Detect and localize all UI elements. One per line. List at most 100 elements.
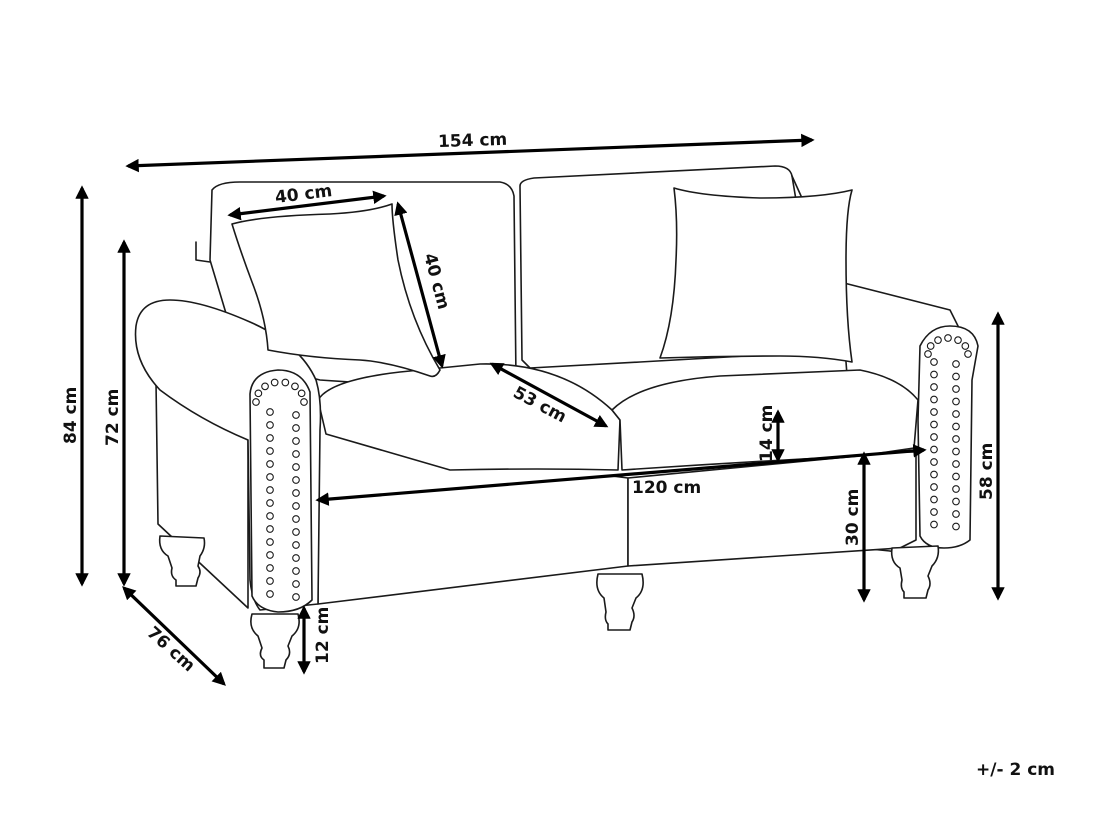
nailhead-stud xyxy=(924,350,932,358)
nailhead-stud xyxy=(292,437,300,445)
nailhead-stud xyxy=(266,564,274,572)
nailhead-stud xyxy=(266,590,274,598)
nailhead-stud xyxy=(292,411,300,419)
tolerance-note: +/- 2 cm xyxy=(976,760,1055,780)
label-arm-height: 58 cm xyxy=(977,443,997,500)
nailhead-stud xyxy=(266,473,274,481)
nailhead-stud xyxy=(952,497,960,506)
nailhead-stud xyxy=(930,433,938,441)
nailhead-stud xyxy=(266,538,274,546)
label-seat-cushion-thickness: 14 cm xyxy=(757,405,777,462)
dimension-lines xyxy=(75,133,1005,686)
nailhead-stud xyxy=(930,358,938,366)
nailhead-stud xyxy=(292,502,300,510)
dim-line-depth xyxy=(122,586,226,686)
label-total-height: 84 cm xyxy=(61,387,81,444)
nailhead-stud xyxy=(266,408,274,416)
nailhead-stud xyxy=(961,342,970,350)
nailhead-stud xyxy=(930,408,938,416)
dim-line-seat-depth xyxy=(489,362,609,428)
nailhead-stud xyxy=(952,460,960,468)
dim-line-cushion-width xyxy=(227,190,387,221)
nailhead-stud xyxy=(952,510,960,518)
nailhead-studs-left xyxy=(252,378,308,601)
nailhead-stud xyxy=(270,378,279,387)
nailhead-stud xyxy=(292,515,300,523)
nailhead-stud xyxy=(266,447,274,455)
nailhead-stud xyxy=(292,567,300,575)
right-arm xyxy=(917,325,979,549)
nailhead-stud xyxy=(292,424,300,432)
nailhead-stud xyxy=(930,370,938,379)
nailhead-stud xyxy=(292,580,300,588)
nailhead-stud xyxy=(952,397,960,406)
nailhead-stud xyxy=(292,541,300,549)
nailhead-stud xyxy=(292,476,300,484)
leg-right xyxy=(890,545,940,599)
nailhead-stud xyxy=(930,420,938,429)
nailhead-stud xyxy=(930,458,938,466)
nailhead-stud xyxy=(266,460,274,468)
nailhead-stud xyxy=(281,378,290,387)
nailhead-stud xyxy=(266,486,274,494)
nailhead-stud xyxy=(944,334,952,342)
nailhead-stud xyxy=(292,450,300,458)
seat-cushion-left xyxy=(317,363,621,471)
leg-front-left xyxy=(250,613,300,669)
dim-line-total-width xyxy=(125,133,815,173)
nailhead-stud xyxy=(266,551,274,559)
nailhead-stud xyxy=(266,577,274,585)
nailhead-stud xyxy=(292,463,300,471)
nailhead-stud xyxy=(930,495,938,504)
nailhead-stud xyxy=(254,389,263,398)
nailhead-stud xyxy=(952,447,960,456)
nailhead-stud xyxy=(952,372,960,381)
nailhead-stud xyxy=(930,383,938,391)
nailhead-stud xyxy=(934,336,942,344)
nailhead-stud xyxy=(952,472,960,481)
nailhead-stud xyxy=(266,525,274,533)
nailhead-stud xyxy=(930,445,938,454)
nailhead-stud xyxy=(292,554,300,562)
nailhead-stud xyxy=(291,382,299,391)
label-seat-width: 120 cm xyxy=(632,478,701,498)
dim-line-cushion-height xyxy=(394,201,446,369)
front-panel-right xyxy=(627,451,917,567)
nailhead-stud xyxy=(952,360,960,368)
nailhead-stud xyxy=(952,385,960,393)
nailhead-stud xyxy=(300,398,308,406)
nailhead-stud xyxy=(266,421,274,429)
nailhead-stud xyxy=(930,470,938,479)
nailhead-stud xyxy=(952,435,960,443)
nailhead-stud xyxy=(930,395,938,404)
nailhead-studs-right xyxy=(924,334,972,531)
label-backrest-height: 72 cm xyxy=(103,389,123,446)
nailhead-stud xyxy=(930,520,938,529)
nailhead-stud xyxy=(952,422,960,431)
nailhead-stud xyxy=(297,389,306,398)
nailhead-stud xyxy=(952,410,960,418)
left-arm-front xyxy=(249,369,313,613)
nailhead-stud xyxy=(252,398,260,406)
nailhead-stud xyxy=(930,483,938,491)
label-total-width: 154 cm xyxy=(438,130,508,152)
nailhead-stud xyxy=(952,522,960,531)
nailhead-stud xyxy=(930,508,938,516)
leg-front-middle xyxy=(596,573,644,631)
nailhead-stud xyxy=(926,342,935,350)
dim-line-seat-width xyxy=(315,444,927,506)
nailhead-stud xyxy=(292,528,300,536)
nailhead-stud xyxy=(261,382,269,391)
label-seat-height: 30 cm xyxy=(843,489,863,546)
leg-back-left xyxy=(158,535,206,587)
nailhead-stud xyxy=(952,485,960,493)
nailhead-stud xyxy=(266,434,274,442)
pillow-right xyxy=(659,187,853,363)
label-leg-height: 12 cm xyxy=(313,607,333,664)
nailhead-stud xyxy=(266,512,274,520)
nailhead-stud xyxy=(954,336,962,344)
nailhead-stud xyxy=(292,489,300,497)
nailhead-stud xyxy=(292,593,300,601)
nailhead-stud xyxy=(964,350,972,358)
